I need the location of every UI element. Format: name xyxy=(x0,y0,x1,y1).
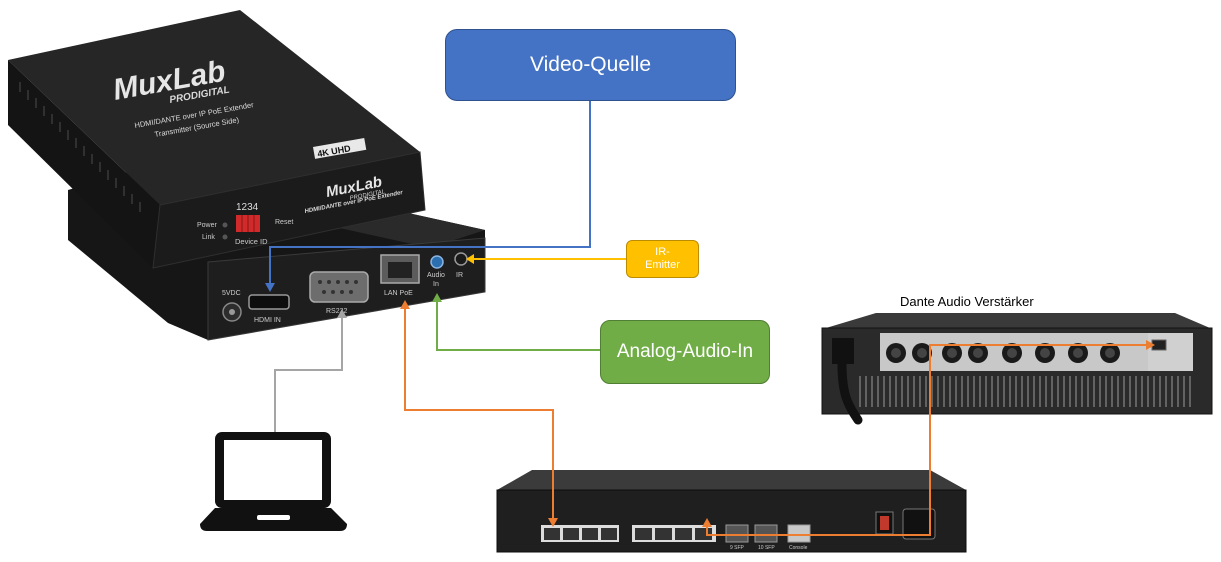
switch-top-face xyxy=(497,470,966,490)
lan-arrow-head-amplifier xyxy=(1146,340,1155,350)
analog-audio-in-box: Analog-Audio-In xyxy=(600,320,770,384)
rs232-arrow-head xyxy=(337,309,347,318)
transmitter-front-face xyxy=(152,151,426,269)
link-led xyxy=(222,234,228,240)
amp-xlr-connectors xyxy=(886,343,1120,363)
switch-ports-group-1 xyxy=(541,525,619,542)
lan-connection-line-amplifier xyxy=(706,344,1148,536)
sfp-port-10[interactable] xyxy=(754,524,778,543)
video-source-box: Video-Quelle xyxy=(445,29,736,101)
sfp1-label: 9 SFP xyxy=(730,545,745,551)
power-led xyxy=(222,222,228,228)
rs232-port[interactable] xyxy=(309,271,369,303)
port-audio-label-2: In xyxy=(433,281,439,288)
amp-power-inlet xyxy=(832,338,854,364)
power-label: Power xyxy=(197,222,218,229)
lan-arrow-head-switch-8 xyxy=(702,518,712,527)
network-switch: 9 SFP 10 SFP Console xyxy=(496,470,967,553)
hdmi-port[interactable] xyxy=(248,294,290,310)
link-label: Link xyxy=(202,234,215,241)
lan-arrow-head-switch xyxy=(548,518,558,527)
ir-arrow-head xyxy=(466,254,474,264)
switch-power-inlet xyxy=(902,508,936,540)
audio-connection-line xyxy=(436,300,600,351)
port-lan-label: LAN PoE xyxy=(384,290,413,297)
ir-port[interactable] xyxy=(454,252,468,266)
laptop-icon xyxy=(200,432,347,531)
rs232-connection-line xyxy=(274,316,343,432)
switch-front-panel xyxy=(496,489,967,553)
dante-amp-label: Dante Audio Verstärker xyxy=(900,294,1034,309)
port-audio-label-1: Audio xyxy=(427,272,445,279)
dip-numbers: 1234 xyxy=(236,202,259,213)
lan-arrow-head-transmitter xyxy=(400,300,410,309)
console-label: Console xyxy=(789,545,808,551)
port-ir-label: IR xyxy=(456,272,463,279)
video-connection-line xyxy=(269,101,591,287)
port-hdmi-label: HDMI IN xyxy=(254,317,281,324)
uhd-badge xyxy=(313,137,367,159)
lan-connection-line-transmitter xyxy=(404,307,554,522)
amp-power-cable xyxy=(837,359,863,425)
audio-arrow-head xyxy=(432,293,442,302)
transmitter-side-face xyxy=(8,60,160,268)
port-rs232-label: RS232 xyxy=(326,308,348,315)
side-vents xyxy=(19,82,141,212)
console-port[interactable] xyxy=(787,524,811,543)
dante-amplifier xyxy=(821,313,1213,425)
sfp2-label: 10 SFP xyxy=(758,545,775,551)
muxlab-transmitter: MuxLab PRODIGITAL HDMI/DANTE over IP PoE… xyxy=(8,10,486,341)
amp-vents xyxy=(859,376,1191,407)
audio-in-port[interactable] xyxy=(430,255,444,269)
video-arrow-head xyxy=(265,283,275,292)
ir-emitter-box: IR- Emitter xyxy=(626,240,699,278)
sfp-port-9[interactable] xyxy=(725,524,749,543)
switch-ports-group-2 xyxy=(632,525,716,542)
port-5vdc-label: 5VDC xyxy=(222,290,241,297)
device-id-label: Device ID xyxy=(235,237,268,246)
amp-top-face xyxy=(826,313,1210,328)
reset-label: Reset xyxy=(275,219,293,226)
